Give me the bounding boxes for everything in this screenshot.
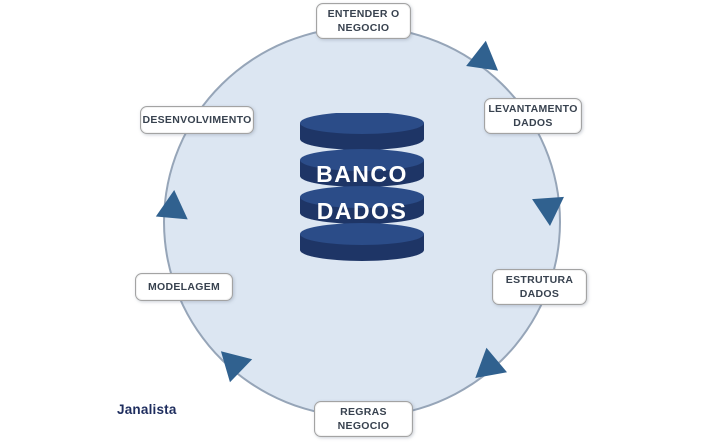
node-label-line1: DESENVOLVIMENTO bbox=[142, 113, 252, 126]
node-regras-negocio: REGRAS NEGOCIO bbox=[314, 401, 413, 438]
arrow-bottom-left bbox=[220, 351, 253, 383]
node-label-line1: MODELAGEM bbox=[147, 280, 221, 293]
arrow-top-right bbox=[466, 40, 499, 71]
node-label-line2: NEGOCIO bbox=[337, 22, 390, 35]
arrowhead-icon bbox=[155, 190, 188, 220]
node-levantamento-dados: LEVANTAMENTO DADOS bbox=[484, 98, 582, 135]
node-label-line1: ENTENDER O bbox=[327, 8, 400, 20]
node-label-line2: DADOS bbox=[513, 117, 553, 130]
database-icon: BANCO DADOS bbox=[300, 113, 424, 261]
arrow-bottom-right bbox=[475, 347, 508, 378]
node-entender-o-negocio: ENTENDER O NEGOCIO bbox=[316, 3, 411, 40]
node-estrutura-dados: ESTRUTURA DADOS bbox=[492, 269, 587, 306]
database-label-dados: DADOS bbox=[317, 198, 408, 224]
node-desenvolvimento: DESENVOLVIMENTO bbox=[140, 106, 254, 134]
node-label-line2: NEGOCIO bbox=[337, 420, 390, 433]
watermark-janalista: Janalista bbox=[117, 402, 177, 417]
arrowhead-icon bbox=[220, 351, 253, 383]
arrow-right bbox=[532, 196, 564, 226]
node-label-line1: LEVANTAMENTO bbox=[488, 103, 578, 115]
arrowhead-icon bbox=[466, 40, 499, 71]
arrowhead-icon bbox=[475, 347, 508, 378]
database-label-banco: BANCO bbox=[316, 161, 408, 187]
node-modelagem: MODELAGEM bbox=[135, 273, 233, 301]
node-label-line1: ESTRUTURA bbox=[505, 274, 574, 286]
node-label-line2: DADOS bbox=[519, 288, 560, 301]
node-label-line1: REGRAS bbox=[340, 406, 387, 418]
arrowhead-icon bbox=[532, 196, 564, 226]
arrow-left bbox=[155, 190, 188, 220]
